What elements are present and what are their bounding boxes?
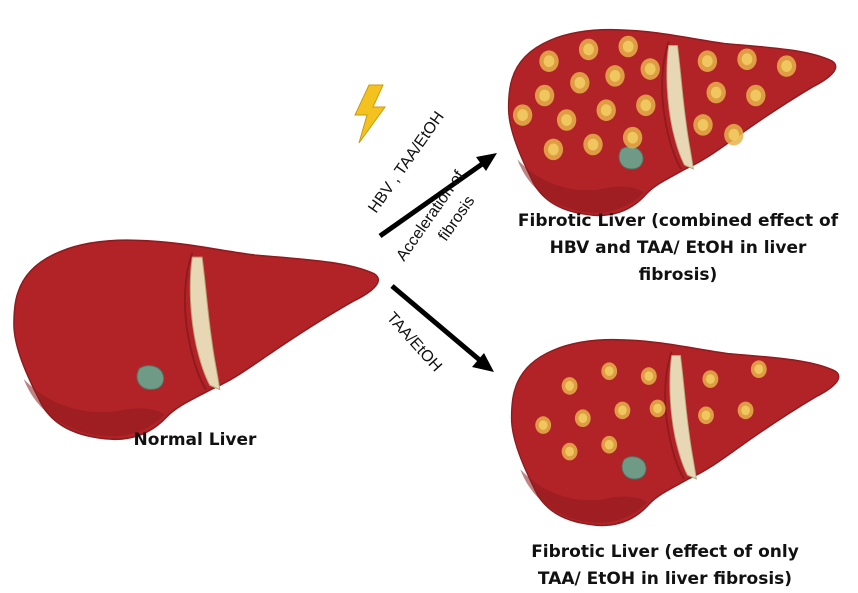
fibrosis-nodule-core xyxy=(587,138,599,151)
fibrosis-nodule-core xyxy=(781,60,792,73)
fibrosis-nodule-core xyxy=(697,118,709,131)
fibrosis-nodule-core xyxy=(618,405,627,416)
fibrosis-nodule-core xyxy=(644,371,654,381)
fibrosis-nodule-core xyxy=(644,63,656,75)
fibrosis-nodule-core xyxy=(741,405,750,416)
fibrosis-nodule-core xyxy=(741,53,753,66)
fibrosis-nodule-core xyxy=(750,89,762,102)
lower-arrow xyxy=(390,284,494,372)
lower-arrow-label: TAA/EtOH xyxy=(383,309,445,375)
normal-liver-caption: Normal Liver xyxy=(100,427,290,454)
fibrosis-nodule-core xyxy=(622,40,634,53)
normal-liver-label: Normal Liver xyxy=(133,430,257,450)
fibrosis-nodule-core xyxy=(543,55,555,68)
fibrosis-nodule-core xyxy=(548,143,559,156)
fibrosis-nodule-core xyxy=(609,69,621,82)
fibrosis-nodule-core xyxy=(604,439,614,450)
lightning-bolt-icon xyxy=(354,84,386,144)
fibrosis-nodule-core xyxy=(710,86,722,99)
fibrosis-nodule-core xyxy=(561,114,572,126)
fibrotic-combined-line2: HBV and TAA/ EtOH in liver xyxy=(549,238,807,258)
fibrosis-nodule-core xyxy=(517,109,528,122)
fibrosis-nodule-core xyxy=(627,131,638,144)
fibrosis-nodule-core xyxy=(653,403,662,414)
fibrotic-combined-caption: Fibrotic Liver (combined effect of HBV a… xyxy=(508,208,848,289)
fibrosis-nodule-core xyxy=(728,128,740,141)
fibrotic-liver-only xyxy=(510,338,840,527)
fibrosis-nodule-core xyxy=(565,381,574,391)
fibrosis-nodule-core xyxy=(583,43,594,56)
fibrotic-combined-line1: Fibrotic Liver (combined effect of xyxy=(517,211,839,231)
fibrosis-nodule-core xyxy=(600,104,612,117)
fibrosis-nodules-combined xyxy=(512,35,797,161)
fibrotic-combined-line3: fibrosis) xyxy=(638,265,718,285)
fibrosis-nodule-core xyxy=(604,366,614,377)
fibrosis-nodule-core xyxy=(754,364,764,375)
fibrotic-liver-combined xyxy=(507,28,837,217)
fibrosis-nodule-core xyxy=(706,374,715,384)
upper-arrow xyxy=(378,153,497,239)
fibrosis-nodule-core xyxy=(578,413,588,424)
fibrosis-nodules-only xyxy=(535,360,767,461)
normal-liver xyxy=(12,239,380,441)
fibrotic-only-line1: Fibrotic Liver (effect of only xyxy=(531,542,799,562)
fibrosis-nodule-core xyxy=(640,99,652,112)
fibrosis-nodule-core xyxy=(574,76,586,89)
fibrosis-nodule-core xyxy=(538,420,548,430)
fibrosis-nodule-core xyxy=(539,89,550,102)
fibrosis-nodule-core xyxy=(701,410,711,421)
fibrotic-only-caption: Fibrotic Liver (effect of only TAA/ EtOH… xyxy=(500,539,830,593)
fibrosis-nodule-core xyxy=(702,55,713,68)
fibrotic-only-line2: TAA/ EtOH in liver fibrosis) xyxy=(537,569,793,589)
fibrosis-nodule-core xyxy=(565,446,574,457)
